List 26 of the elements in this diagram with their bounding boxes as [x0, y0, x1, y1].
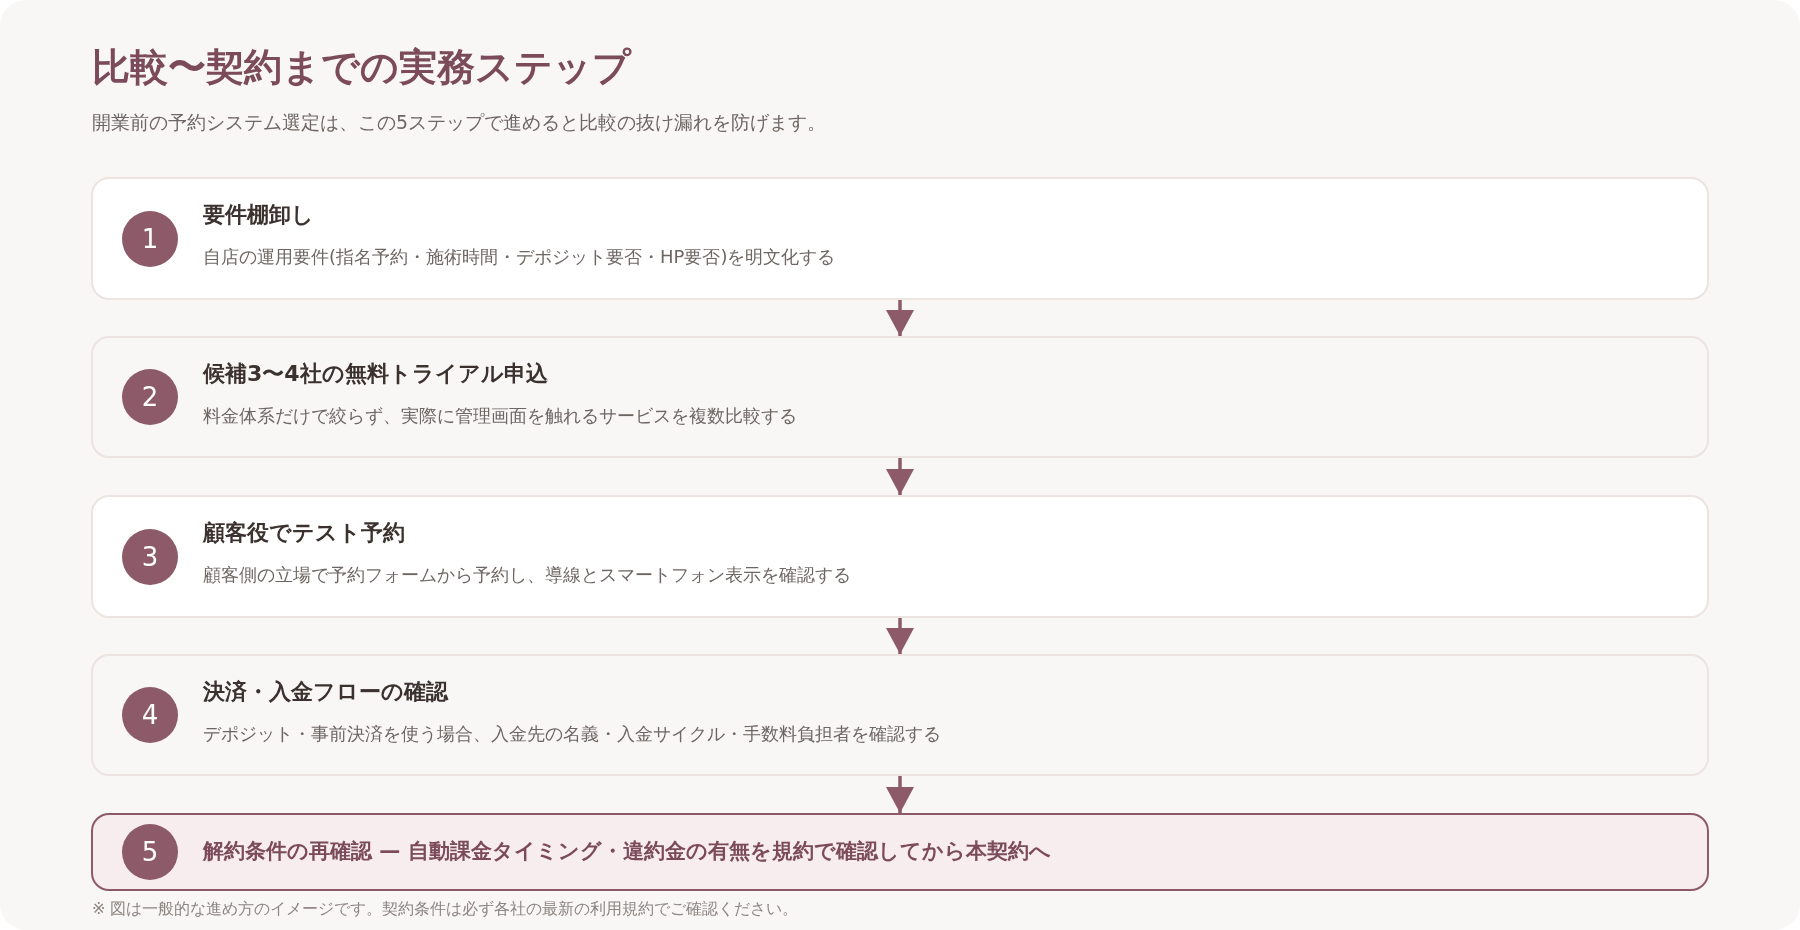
subtitle-text: 開業前の予約システム選定は、この5ステップで進めると比較の抜け漏れを防げます。 [92, 110, 827, 135]
step-heading: 解約条件の再確認 — 自動課金タイミング・違約金の有無を規約で確認してから本契約へ [203, 838, 1051, 866]
step-description: 料金体系だけで絞らず、実際に管理画面を触れるサービスを複数比較する [203, 404, 797, 428]
step-heading: 顧客役でテスト予約 [203, 519, 405, 547]
footnote-text: ※ 図は一般的な進め方のイメージです。契約条件は必ず各社の最新の利用規約でご確認ください。 [92, 899, 799, 920]
number-badge: 1 [122, 211, 178, 267]
arrow [886, 776, 914, 813]
step-description: デポジット・事前決済を使う場合、入金先の名義・入金サイクル・手数料負担者を確認する [203, 722, 941, 746]
step-description: 顧客側の立場で予約フォームから予約し、導線とスマートフォン表示を確認する [203, 563, 851, 587]
highlight-step-box [91, 813, 1709, 891]
number-badge: 4 [122, 687, 178, 743]
number-badge: 3 [122, 529, 178, 585]
number-badge: 2 [122, 369, 178, 425]
step-heading: 候補3〜4社の無料トライアル申込 [203, 360, 548, 388]
step-box [91, 495, 1709, 618]
number-badge: 5 [122, 824, 178, 880]
arrow [886, 300, 914, 336]
title-heading: 比較〜契約までの実務ステップ [92, 44, 631, 90]
step-box [91, 177, 1709, 300]
step-box [91, 654, 1709, 776]
step-description: 自店の運用要件(指名予約・施術時間・デポジット要否・HP要否)を明文化する [203, 245, 836, 269]
arrow [886, 618, 914, 654]
step-box [91, 336, 1709, 458]
step-heading: 決済・入金フローの確認 [203, 678, 448, 706]
step-heading: 要件棚卸し [203, 201, 314, 229]
arrow [886, 458, 914, 495]
